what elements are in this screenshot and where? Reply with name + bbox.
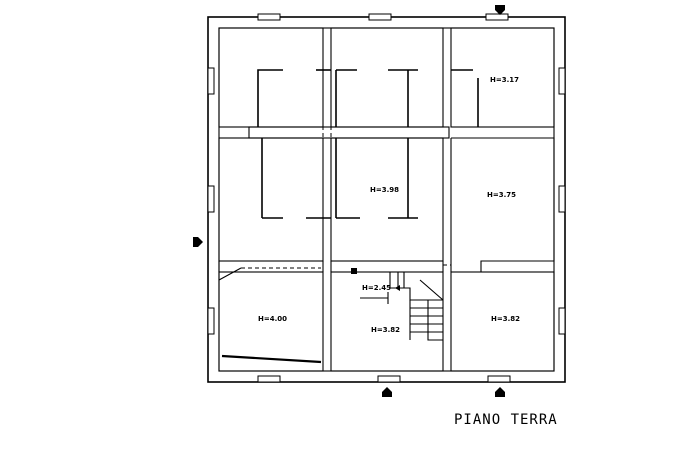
room-middle-left bbox=[218, 137, 324, 262]
room-bottom-right bbox=[450, 271, 555, 372]
room-height-label: H=2.45 bbox=[362, 284, 391, 292]
window bbox=[368, 13, 392, 21]
entrance-arrow-icon bbox=[382, 387, 392, 397]
floor-edge bbox=[221, 354, 322, 364]
room-height-label: H=3.98 bbox=[370, 186, 399, 194]
pillar bbox=[351, 268, 357, 274]
window bbox=[558, 67, 566, 95]
drawing-title: PIANO TERRA bbox=[454, 412, 558, 428]
window bbox=[377, 375, 401, 383]
window bbox=[207, 307, 215, 335]
window bbox=[487, 375, 511, 383]
entrance-arrow-icon bbox=[495, 5, 505, 15]
window bbox=[207, 185, 215, 213]
room-height-label: H=3.17 bbox=[490, 76, 519, 84]
window bbox=[558, 185, 566, 213]
room-top-center bbox=[330, 27, 444, 128]
room-middle-center bbox=[330, 137, 444, 262]
room-top-left bbox=[218, 27, 324, 128]
window bbox=[257, 375, 281, 383]
entrance-arrow-icon bbox=[495, 387, 505, 397]
window bbox=[485, 13, 509, 21]
corridor-band bbox=[248, 126, 450, 139]
room-middle-right bbox=[451, 137, 555, 273]
room-height-label: H=3.75 bbox=[487, 191, 516, 199]
room-top-right bbox=[450, 27, 555, 128]
room-height-label: H=4.00 bbox=[258, 315, 287, 323]
room-height-label: H=3.82 bbox=[371, 326, 400, 334]
window bbox=[257, 13, 281, 21]
window bbox=[558, 307, 566, 335]
partition bbox=[257, 69, 283, 127]
window bbox=[207, 67, 215, 95]
diagonal-line bbox=[218, 267, 242, 281]
room-bottom-left bbox=[218, 271, 324, 372]
staircase bbox=[360, 272, 444, 341]
room-bottom-center bbox=[330, 271, 444, 372]
entrance-arrow-icon bbox=[193, 237, 203, 247]
room-height-label: H=3.82 bbox=[491, 315, 520, 323]
